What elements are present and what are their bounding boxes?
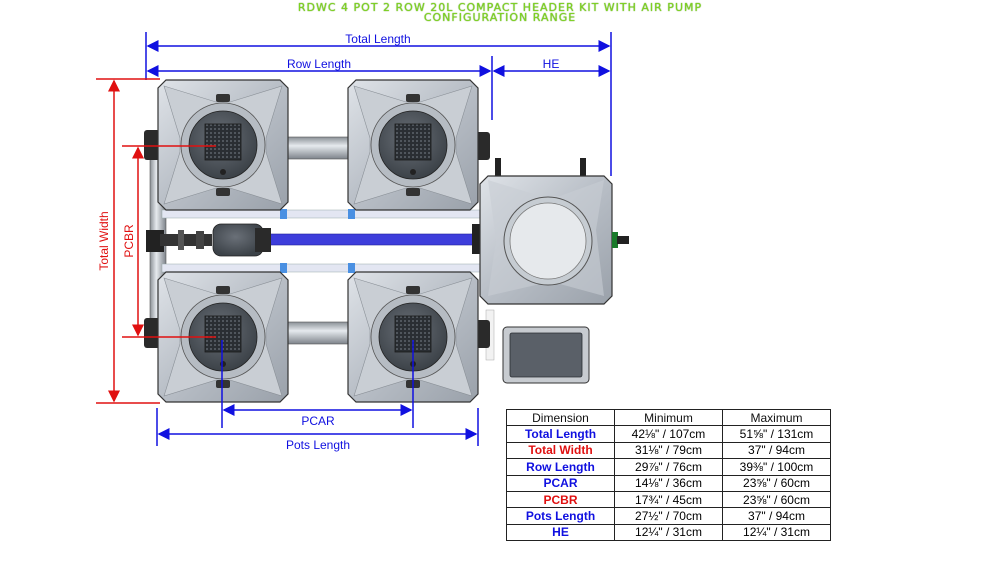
dimension-minimum: 27½" / 70cm xyxy=(614,507,723,525)
dimension-maximum: 37" / 94cm xyxy=(722,441,831,460)
diagram-subtitle: CONFIGURATION RANGE xyxy=(423,11,577,24)
dimension-maximum: 23⅝" / 60cm xyxy=(722,490,831,509)
header-maximum: Maximum xyxy=(722,408,831,427)
header-minimum: Minimum xyxy=(614,408,723,427)
pcar-label: PCAR xyxy=(301,414,335,428)
grow-pot xyxy=(157,271,289,403)
pots-group xyxy=(157,79,479,403)
air-pump xyxy=(502,326,590,384)
dimension-lines xyxy=(96,32,612,446)
dimension-name: Total Length xyxy=(506,425,615,443)
total-width-label: Total Width xyxy=(97,211,111,270)
table-header-row: Dimension Minimum Maximum xyxy=(506,408,831,427)
diagram-title: RDWC 4 POT 2 ROW 20L COMPACT HEADER KIT … xyxy=(297,1,703,14)
dimension-name: Total Width xyxy=(506,441,615,460)
dimension-minimum: 12¼" / 31cm xyxy=(614,523,723,542)
total-length-label: Total Length xyxy=(345,32,410,46)
dimension-maximum: 37" / 94cm xyxy=(722,507,831,525)
dimension-name: Pots Length xyxy=(506,507,615,525)
dimension-minimum: 17¾" / 45cm xyxy=(614,490,723,509)
dimension-minimum: 14⅛" / 36cm xyxy=(614,474,723,492)
dimension-name: PCAR xyxy=(506,474,615,492)
dimension-name: PCBR xyxy=(506,490,615,509)
he-label: HE xyxy=(543,57,560,71)
dimension-name: Row Length xyxy=(506,458,615,476)
header-tank xyxy=(479,158,629,305)
pcbr-label: PCBR xyxy=(122,224,136,258)
dimension-name: HE xyxy=(506,523,615,542)
dimension-minimum: 42⅛" / 107cm xyxy=(614,425,723,443)
grow-pot xyxy=(157,79,289,211)
dimension-minimum: 29⅞" / 76cm xyxy=(614,458,723,476)
grow-pot xyxy=(347,79,479,211)
dimension-maximum: 39⅜" / 100cm xyxy=(722,458,831,476)
pots-length-label: Pots Length xyxy=(286,438,350,452)
grow-pot xyxy=(347,271,479,403)
dimension-minimum: 31⅛" / 79cm xyxy=(614,441,723,460)
pipes xyxy=(144,130,495,361)
dimension-maximum: 51⅝" / 131cm xyxy=(722,425,831,443)
dimension-maximum: 23⅝" / 60cm xyxy=(722,474,831,492)
dimension-maximum: 12¼" / 31cm xyxy=(722,523,831,542)
row-length-label: Row Length xyxy=(287,57,351,71)
header-dimension: Dimension xyxy=(506,408,615,427)
